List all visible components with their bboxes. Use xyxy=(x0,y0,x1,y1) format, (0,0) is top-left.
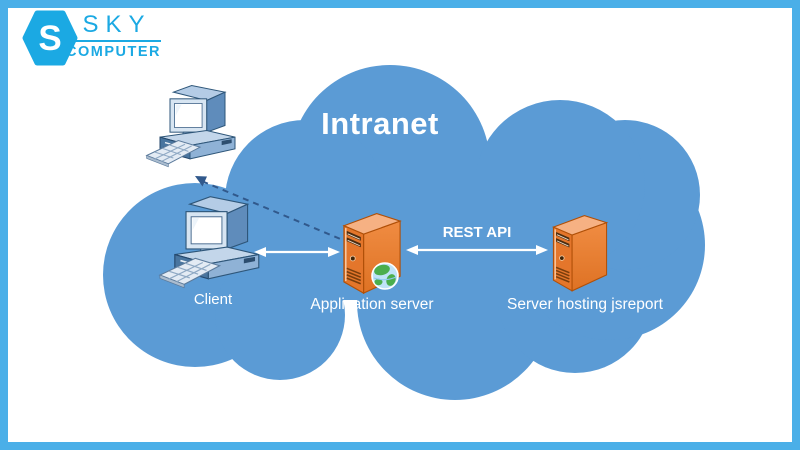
logo-monogram: S xyxy=(38,19,61,58)
sky-computer-logo: S SKY COMPUTER xyxy=(0,0,200,75)
globe-icon xyxy=(371,262,399,290)
hexagon-s-icon: S xyxy=(22,10,78,66)
logo-underline xyxy=(73,40,161,42)
rest-api-arrow xyxy=(406,245,548,255)
jsreport-server-label: Server hosting jsreport xyxy=(507,296,663,313)
application-server-label: Application server xyxy=(310,296,434,313)
client-app-arrow xyxy=(254,247,340,257)
logo-subtitle-text: COMPUTER xyxy=(66,44,161,60)
client-label: Client xyxy=(193,291,233,308)
intranet-cloud-shape xyxy=(103,65,705,400)
external-computer-icon xyxy=(145,84,237,168)
logo-brand-text: SKY xyxy=(82,11,152,38)
rest-api-label: REST API xyxy=(442,224,512,241)
intranet-title: Intranet xyxy=(321,106,439,141)
dashed-arrow-app-to-external xyxy=(195,176,351,244)
